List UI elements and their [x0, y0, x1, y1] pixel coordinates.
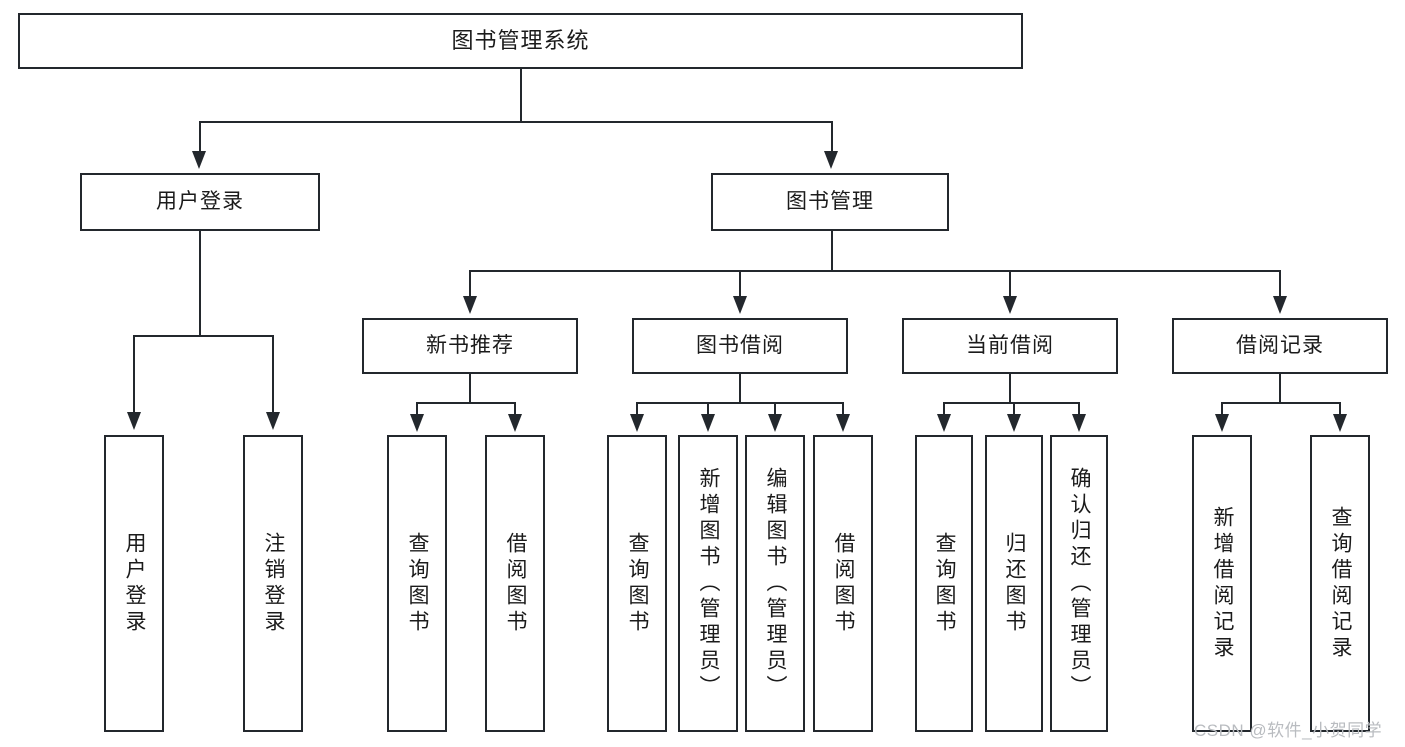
arrow-current-to-leaf2 [1007, 414, 1021, 432]
node-book-management[interactable]: 图书管理 [711, 173, 949, 231]
leaf-query-book-new[interactable]: 查询图书 [387, 435, 447, 732]
edge-borrow-bus [636, 402, 843, 404]
edge-books-bus [469, 270, 1279, 272]
arrow-books-to-current [1003, 296, 1017, 314]
arrow-borrow-to-leaf4 [836, 414, 850, 432]
arrow-borrow-to-leaf1 [630, 414, 644, 432]
edge-login-stem [199, 231, 201, 335]
leaf-logout[interactable]: 注销登录 [243, 435, 303, 732]
node-label: 图书管理 [786, 190, 874, 214]
edge-login-to-leaf2 [272, 335, 274, 417]
node-label: 查询图书 [406, 531, 430, 636]
node-book-borrow[interactable]: 图书借阅 [632, 318, 848, 374]
edge-current-stem [1009, 374, 1011, 402]
node-label: 图书管理系统 [451, 27, 590, 53]
edge-root-to-books [831, 121, 833, 151]
node-label: 用户登录 [156, 190, 244, 214]
leaf-borrow-book[interactable]: 借阅图书 [813, 435, 873, 732]
edge-borrow-to-leaf1 [636, 402, 638, 417]
edge-borrow-stem [739, 374, 741, 402]
leaf-return-book[interactable]: 归还图书 [985, 435, 1043, 732]
node-label: 借阅图书 [504, 531, 528, 636]
edge-login-bus [133, 335, 273, 337]
arrow-borrow-to-leaf3 [768, 414, 782, 432]
edge-borrow-to-leaf3 [774, 402, 776, 417]
edge-record-bus [1221, 402, 1340, 404]
arrow-login-to-leaf2 [266, 412, 280, 430]
edge-newbook-to-leaf2 [514, 402, 516, 417]
node-label: 借阅图书 [832, 531, 856, 636]
arrow-books-to-record [1273, 296, 1287, 314]
edge-borrow-to-leaf2 [707, 402, 709, 417]
leaf-query-borrow-record[interactable]: 查询借阅记录 [1310, 435, 1370, 732]
edge-newbook-stem [469, 374, 471, 402]
arrow-newbook-to-leaf2 [508, 414, 522, 432]
edge-record-to-leaf2 [1339, 402, 1341, 417]
edge-root-to-login [199, 121, 201, 151]
edge-current-to-leaf2 [1013, 402, 1015, 417]
edge-books-to-current [1009, 270, 1011, 298]
arrow-current-to-leaf3 [1072, 414, 1086, 432]
leaf-borrow-book-new[interactable]: 借阅图书 [485, 435, 545, 732]
node-borrow-record[interactable]: 借阅记录 [1172, 318, 1388, 374]
edge-current-to-leaf3 [1078, 402, 1080, 417]
leaf-add-book-admin[interactable]: 新增图书（管理员） [678, 435, 738, 732]
leaf-query-book-current[interactable]: 查询图书 [915, 435, 973, 732]
node-label: 当前借阅 [966, 334, 1054, 358]
leaf-confirm-return-admin[interactable]: 确认归还（管理员） [1050, 435, 1108, 732]
arrow-record-to-leaf2 [1333, 414, 1347, 432]
node-user-login[interactable]: 用户登录 [80, 173, 320, 231]
node-label: 编辑图书（管理员） [764, 466, 788, 701]
node-label: 查询图书 [626, 531, 650, 636]
node-current-borrow[interactable]: 当前借阅 [902, 318, 1118, 374]
arrow-borrow-to-leaf2 [701, 414, 715, 432]
arrow-current-to-leaf1 [937, 414, 951, 432]
node-label: 注销登录 [262, 531, 286, 636]
edge-books-stem [831, 231, 833, 270]
edge-borrow-to-leaf4 [842, 402, 844, 417]
edge-books-to-record [1279, 270, 1281, 298]
edge-current-to-leaf1 [943, 402, 945, 417]
arrow-root-to-books [824, 151, 838, 169]
node-root-system[interactable]: 图书管理系统 [18, 13, 1023, 69]
arrow-books-to-borrow [733, 296, 747, 314]
node-label: 确认归还（管理员） [1068, 466, 1092, 701]
edge-record-stem [1279, 374, 1281, 402]
leaf-user-login[interactable]: 用户登录 [104, 435, 164, 732]
leaf-edit-book-admin[interactable]: 编辑图书（管理员） [745, 435, 805, 732]
edge-login-to-leaf1 [133, 335, 135, 417]
node-label: 用户登录 [123, 531, 147, 636]
node-label: 新增借阅记录 [1211, 505, 1235, 662]
csdn-watermark: CSDN @软件_小贺同学 [1194, 721, 1383, 740]
edge-current-bus [943, 402, 1079, 404]
leaf-query-book-borrow[interactable]: 查询图书 [607, 435, 667, 732]
leaf-add-borrow-record[interactable]: 新增借阅记录 [1192, 435, 1252, 732]
edge-root-stem [520, 69, 522, 121]
edge-newbook-to-leaf1 [416, 402, 418, 417]
node-label: 新增图书（管理员） [697, 466, 721, 701]
arrow-root-to-login [192, 151, 206, 169]
edge-newbook-bus [416, 402, 515, 404]
edge-record-to-leaf1 [1221, 402, 1223, 417]
edge-books-to-new [469, 270, 471, 298]
node-label: 查询图书 [933, 531, 957, 636]
edge-root-bus [199, 121, 833, 123]
arrow-login-to-leaf1 [127, 412, 141, 430]
arrow-books-to-new [463, 296, 477, 314]
node-label: 借阅记录 [1236, 334, 1324, 358]
edge-books-to-borrow [739, 270, 741, 298]
node-label: 归还图书 [1003, 531, 1027, 636]
arrow-newbook-to-leaf1 [410, 414, 424, 432]
node-new-book-recommend[interactable]: 新书推荐 [362, 318, 578, 374]
node-label: 查询借阅记录 [1329, 505, 1353, 662]
node-label: 新书推荐 [426, 334, 514, 358]
arrow-record-to-leaf1 [1215, 414, 1229, 432]
node-label: 图书借阅 [696, 334, 784, 358]
